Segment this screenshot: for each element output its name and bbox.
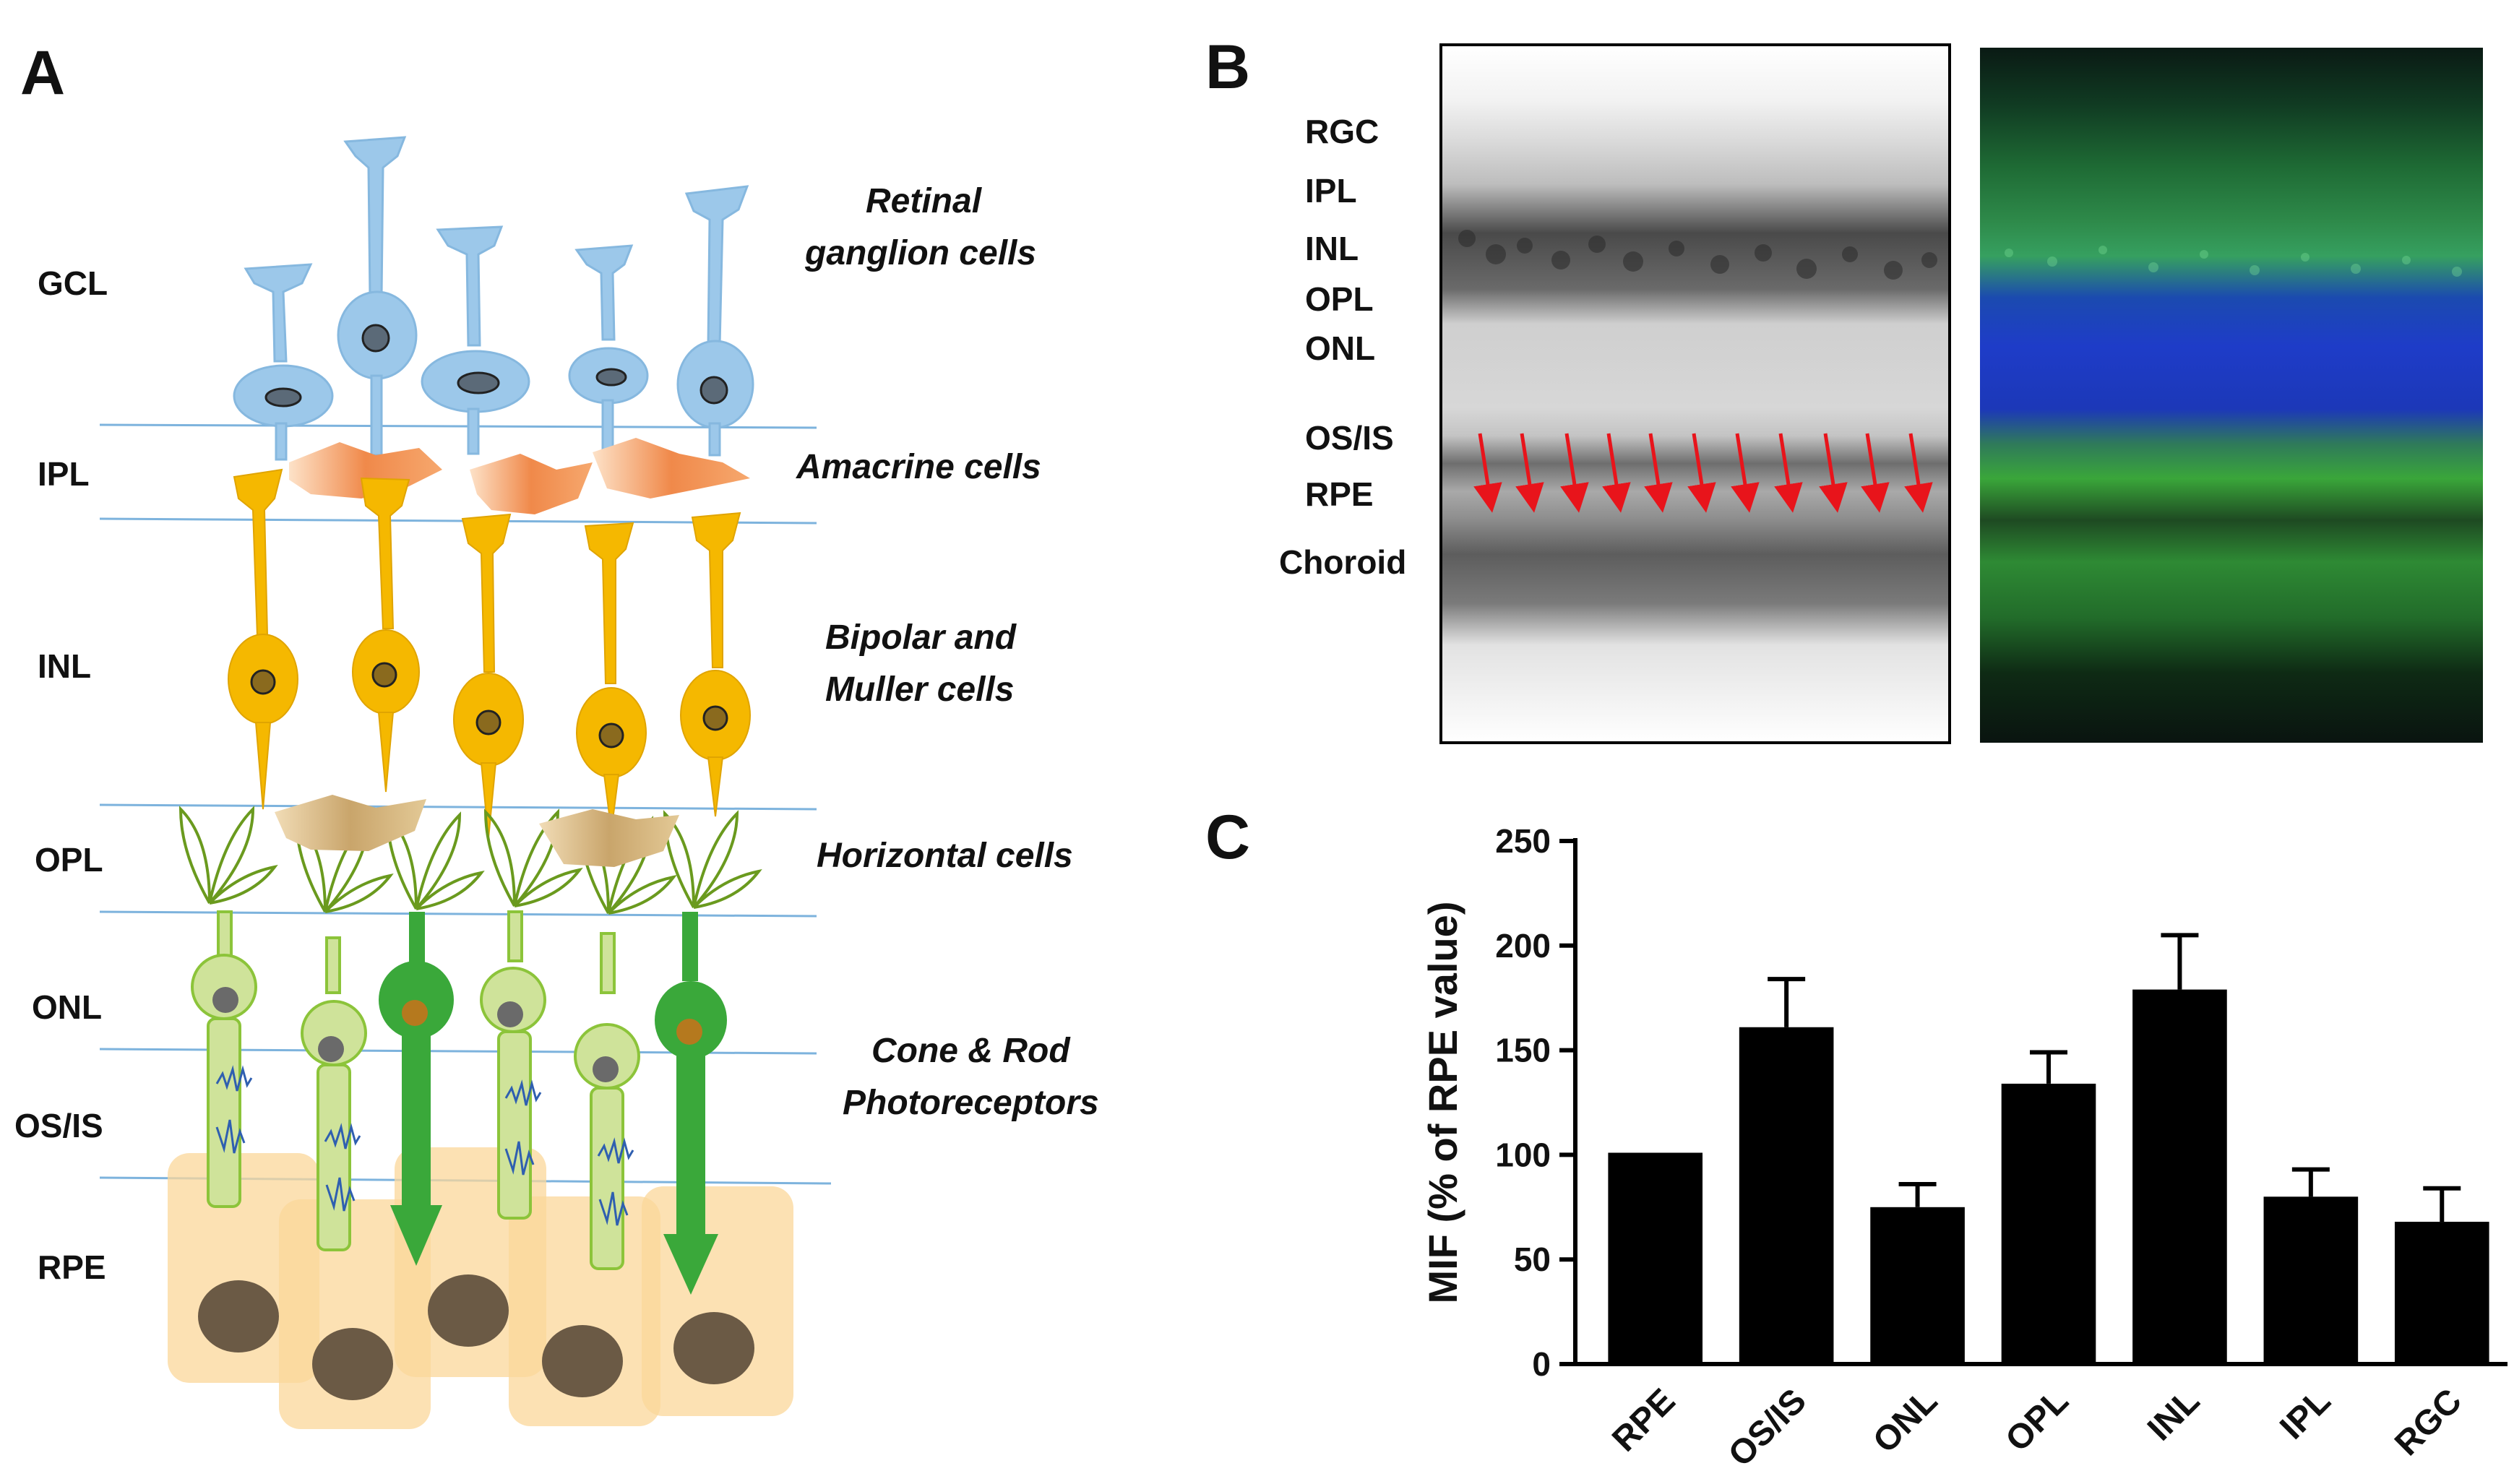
- layer-labels: GCL IPL INL OPL ONL OS/IS RPE: [14, 264, 108, 1286]
- ganglion-cells: [233, 136, 754, 461]
- y-tick-label: 0: [1532, 1345, 1551, 1383]
- bar: [2001, 1083, 2096, 1364]
- x-tick-label: IPL: [2273, 1381, 2338, 1446]
- outer-segments: [215, 1065, 634, 1226]
- bar: [1608, 1152, 1703, 1364]
- label-photo-2: Photoreceptors: [843, 1084, 1099, 1122]
- cell-type-labels: Retinal ganglion cells Amacrine cells Bi…: [796, 182, 1099, 1122]
- bar: [2132, 989, 2227, 1364]
- label-ganglion-1: Retinal: [866, 182, 983, 220]
- x-tick-label: INL: [2140, 1381, 2207, 1448]
- fluorescence-micrograph: [1980, 48, 2483, 743]
- cone-photoreceptors: [191, 910, 640, 1270]
- label-amacrine: Amacrine cells: [796, 448, 1041, 486]
- y-tick-label: 50: [1514, 1241, 1551, 1278]
- b-label-rpe: RPE: [1305, 475, 1374, 513]
- rod-photoreceptors: [379, 912, 727, 1295]
- b-label-inl: INL: [1305, 230, 1359, 267]
- layer-label-osis: OS/IS: [14, 1107, 103, 1144]
- y-tick-label: 200: [1495, 927, 1551, 965]
- layer-labels-b: RGC IPL INL OPL ONL OS/IS RPE Choroid: [1279, 113, 1406, 581]
- layer-label-inl: INL: [38, 647, 91, 685]
- layer-label-onl: ONL: [32, 988, 102, 1026]
- label-ganglion-2: ganglion cells: [804, 234, 1036, 272]
- label-bipolar-2: Muller cells: [825, 670, 1014, 709]
- b-label-opl: OPL: [1305, 280, 1374, 318]
- rpe-arrows: [1473, 433, 1933, 513]
- x-tick-label: RGC: [2388, 1381, 2469, 1463]
- amacrine-cells: [289, 438, 750, 514]
- b-label-rgc: RGC: [1305, 113, 1379, 150]
- y-axis-label: MIF (% of RPE value): [1420, 902, 1465, 1304]
- bar: [1870, 1207, 1965, 1364]
- layer-label-gcl: GCL: [38, 264, 108, 302]
- label-horizontal: Horizontal cells: [817, 837, 1073, 875]
- bar: [1739, 1027, 1834, 1364]
- b-label-osis: OS/IS: [1305, 419, 1394, 457]
- b-label-onl: ONL: [1305, 329, 1375, 367]
- layer-label-ipl: IPL: [38, 455, 90, 493]
- x-tick-label: OPL: [1999, 1381, 2076, 1459]
- label-photo-1: Cone & Rod: [871, 1032, 1071, 1070]
- y-tick-label: 150: [1495, 1032, 1551, 1069]
- x-tick-label: RPE: [1605, 1381, 1682, 1459]
- horizontal-cells: [275, 795, 679, 867]
- label-bipolar-1: Bipolar and: [825, 618, 1017, 657]
- bar: [2394, 1222, 2489, 1364]
- layer-label-opl: OPL: [35, 841, 103, 879]
- panel-label-a: A: [20, 38, 65, 108]
- b-label-choroid: Choroid: [1279, 543, 1406, 581]
- x-tick-label: ONL: [1866, 1381, 1945, 1460]
- grayscale-micrograph: [1439, 43, 1951, 744]
- y-tick-label: 250: [1495, 822, 1551, 860]
- panel-label-c: C: [1205, 803, 1250, 872]
- x-tick-label: OS/IS: [1721, 1381, 1814, 1474]
- bar: [2263, 1196, 2359, 1364]
- y-tick-label: 100: [1495, 1136, 1551, 1173]
- layer-label-rpe: RPE: [38, 1248, 106, 1286]
- bipolar-cells: [228, 468, 751, 839]
- panel-label-b: B: [1205, 33, 1250, 102]
- b-label-ipl: IPL: [1305, 172, 1357, 210]
